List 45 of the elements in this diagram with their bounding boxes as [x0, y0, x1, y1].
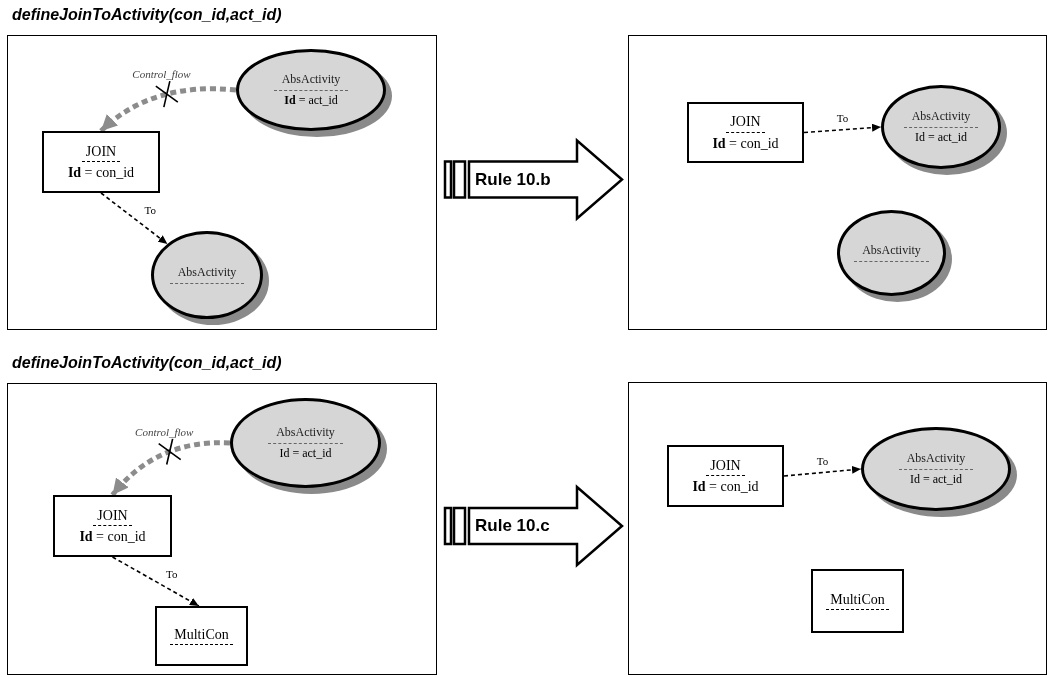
function-title: defineJoinToActivity(con_id,act_id) — [12, 354, 282, 372]
attribute-text: Id = con_id — [67, 164, 135, 181]
attribute-text: Id = act_id — [284, 91, 338, 107]
attribute-text: Id = act_id — [914, 128, 968, 144]
class-name: AbsActivity — [898, 452, 974, 470]
class-name: MultiCon — [170, 626, 233, 646]
block-arrow — [443, 137, 624, 222]
class-name: JOIN — [726, 114, 765, 133]
class-name: MultiCon — [826, 591, 889, 611]
diagram-panel — [7, 35, 437, 330]
edge-label: Control_flow — [130, 67, 193, 80]
function-title: defineJoinToActivity(con_id,act_id) — [12, 6, 282, 24]
association-arrow — [783, 465, 862, 477]
diagram-panel — [628, 35, 1047, 330]
class-name: AbsActivity — [903, 110, 979, 128]
class-name: AbsActivity — [273, 73, 349, 91]
attribute-text: Id = con_id — [692, 478, 759, 495]
class-box — [42, 131, 160, 193]
rule-label: Rule 10.c — [475, 516, 550, 536]
diagram-panel — [7, 383, 437, 675]
diagram-panel — [628, 382, 1047, 675]
class-name: AbsActivity — [169, 266, 245, 284]
class-name: AbsActivity — [268, 426, 343, 444]
control-flow-arrow — [99, 86, 237, 133]
block-arrow — [443, 484, 624, 568]
class-box — [687, 102, 804, 163]
association-arrow — [100, 192, 169, 245]
class-box — [667, 445, 784, 507]
edge-label: Control_flow — [133, 425, 196, 439]
association-arrow — [803, 123, 882, 134]
class-name: JOIN — [706, 457, 745, 476]
attribute-text: Id = con_id — [712, 134, 779, 151]
class-box — [53, 495, 172, 557]
rule-label: Rule 10.b — [475, 169, 551, 190]
control-flow-arrow — [110, 440, 231, 497]
attribute-text: Id = act_id — [279, 444, 332, 460]
attribute-text: Id = con_id — [79, 528, 146, 545]
class-name: AbsActivity — [854, 244, 929, 262]
association-arrow — [111, 556, 200, 607]
attribute-text: Id = act_id — [909, 470, 963, 486]
edge-label: To — [142, 204, 158, 217]
class-name: JOIN — [81, 143, 121, 162]
class-box — [811, 569, 904, 633]
class-name: JOIN — [93, 507, 132, 526]
class-box — [155, 606, 248, 666]
